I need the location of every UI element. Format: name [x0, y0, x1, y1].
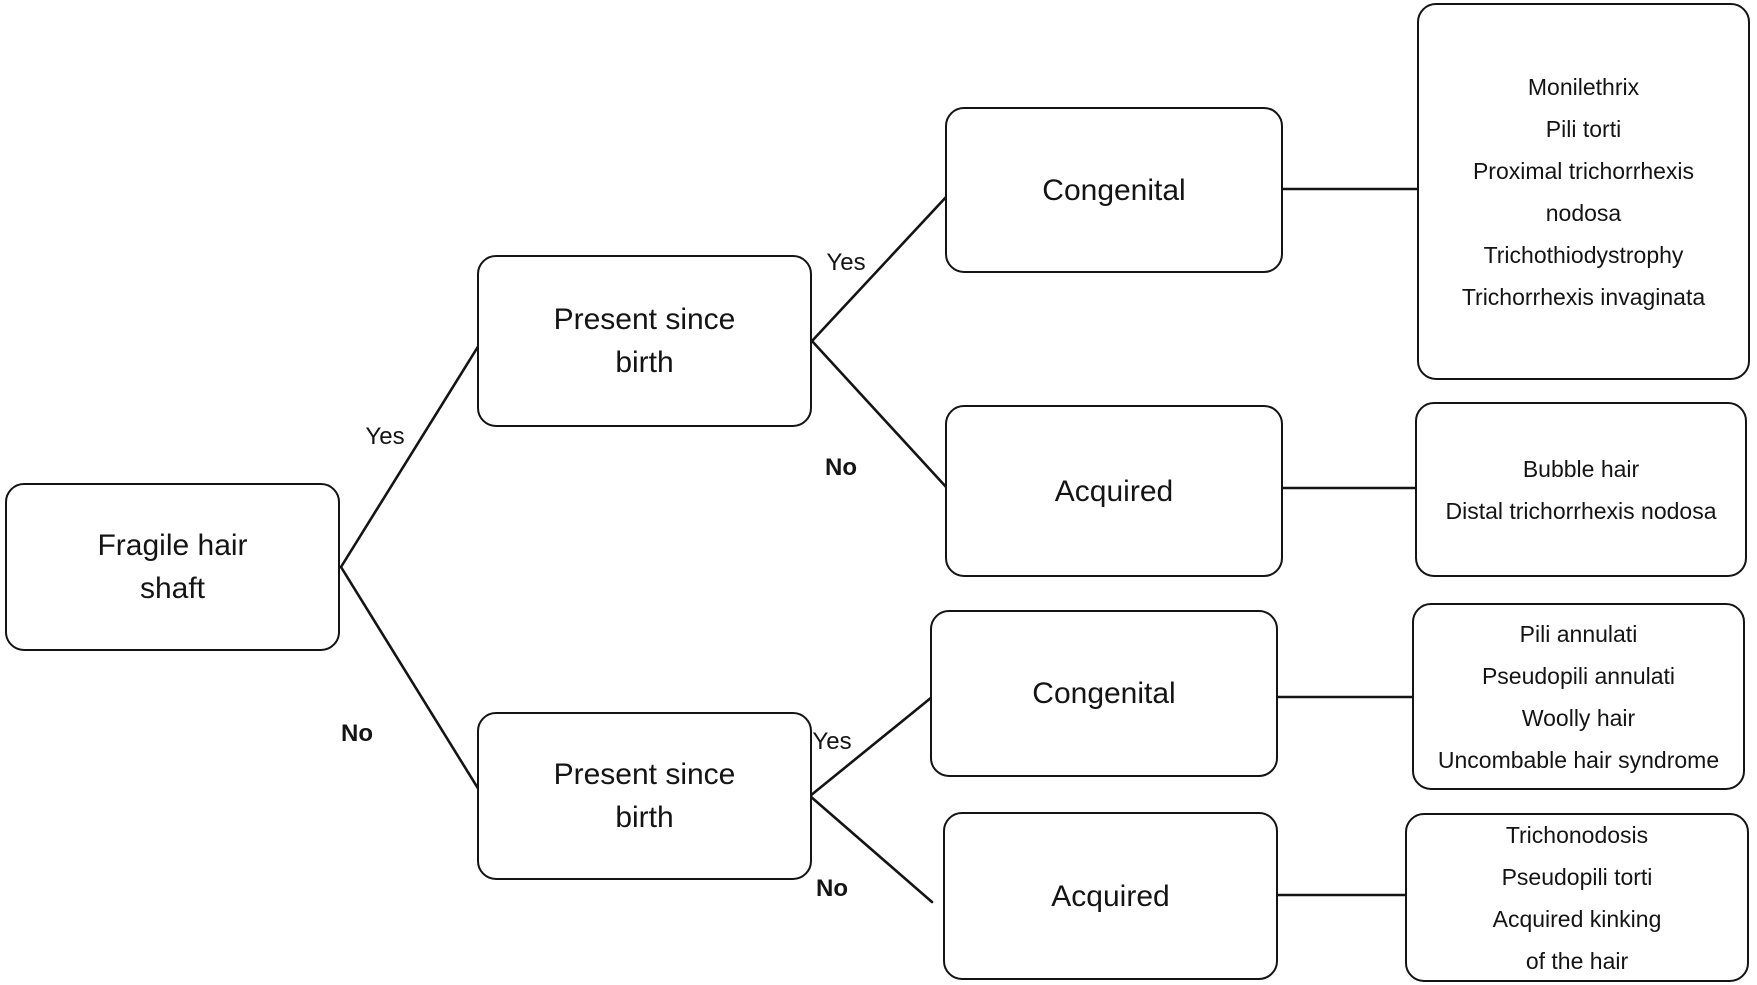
outcome-item: Woolly hair	[1521, 704, 1636, 731]
outcome-item: Pseudopili annulati	[1481, 662, 1676, 689]
edge-top-yes-line	[810, 194, 949, 343]
edge-root-yes-line	[339, 343, 481, 569]
outcome-item: Uncombable hair syndrome	[1437, 746, 1720, 773]
edge-bottom-no-line	[808, 794, 934, 904]
outcome-item: Pili torti	[1545, 115, 1622, 142]
edge-label-top-no: No	[825, 454, 857, 481]
edge-label-root-yes: Yes	[365, 423, 405, 450]
outcome-item: Trichonodosis	[1505, 821, 1649, 848]
edge-root-no-line	[339, 565, 481, 792]
root-node-label: Fragile hair shaft	[97, 529, 248, 605]
outcome-item: Proximal trichorrhexis nodosa	[1472, 157, 1695, 226]
outcome-item: Pseudopili torti	[1501, 863, 1653, 890]
category-node-acquired-top: Acquired	[945, 405, 1283, 577]
decision-node-label: Present since birth	[553, 758, 736, 834]
edge-bottom-yes-line	[808, 695, 934, 798]
edge-top-no-line	[810, 339, 949, 490]
outcome-item: Acquired kinking of the hair	[1492, 905, 1662, 974]
edge-label-bottom-no: No	[816, 875, 848, 902]
outcome-item: Bubble hair	[1522, 455, 1640, 482]
category-node-label: Congenital	[1032, 677, 1176, 710]
outcome-item: Pili annulati	[1519, 620, 1638, 647]
outcome-item: Trichorrhexis invaginata	[1461, 283, 1706, 310]
decision-node-present-since-birth-bottom: Present since birth	[477, 712, 812, 880]
category-node-congenital-bottom: Congenital	[930, 610, 1278, 777]
outcome-item: Distal trichorrhexis nodosa	[1445, 497, 1717, 524]
decision-node-present-since-birth-top: Present since birth	[477, 255, 812, 427]
category-node-label: Acquired	[1051, 879, 1170, 913]
root-node-fragile-hair-shaft: Fragile hair shaft	[5, 483, 340, 651]
edge-label-bottom-yes: Yes	[812, 728, 852, 755]
decision-node-label: Present since birth	[553, 303, 736, 379]
category-node-acquired-bottom: Acquired	[943, 812, 1278, 980]
outcome-item: Monilethrix	[1527, 73, 1640, 100]
category-node-label: Congenital	[1042, 173, 1186, 207]
category-node-label: Acquired	[1054, 474, 1174, 508]
edge-label-top-yes: Yes	[826, 249, 866, 276]
edge-label-root-no: No	[341, 720, 373, 747]
outcome-item: Trichothiodystrophy	[1483, 241, 1684, 268]
category-node-congenital-top: Congenital	[945, 107, 1283, 273]
